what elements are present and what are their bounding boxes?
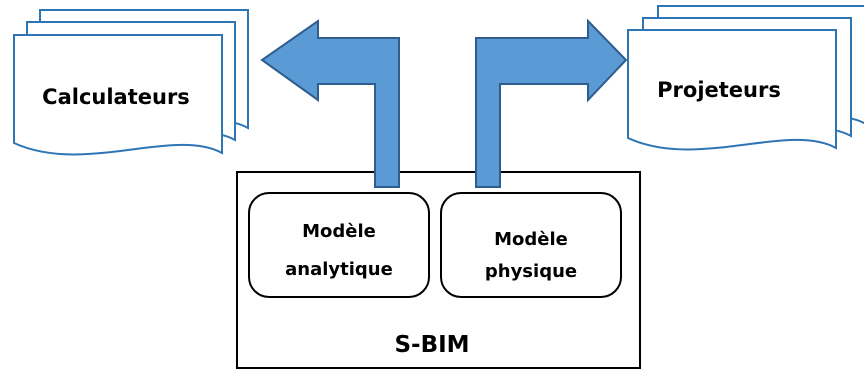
modele-physique-line2: physique: [485, 261, 577, 282]
calculateurs-label: Calculateurs: [42, 85, 190, 109]
projeteurs-document-stack: Projeteurs: [627, 5, 864, 151]
modele-analytique-line2: analytique: [285, 259, 393, 280]
modele-analytique-box: [248, 192, 430, 298]
projeteurs-label: Projeteurs: [657, 78, 781, 102]
modele-physique-line1: Modèle: [494, 229, 568, 250]
s-bim-label: S-BIM: [394, 332, 469, 358]
arrow-to-calculateurs: [260, 19, 400, 188]
document-page-front: [627, 29, 837, 151]
modele-analytique-line1: Modèle: [302, 221, 376, 242]
modele-physique-box: [440, 192, 622, 298]
s-bim-box: Modèle analytique Modèle physique S-BIM: [236, 171, 641, 369]
document-page-front: [13, 34, 223, 156]
calculateurs-document-stack: Calculateurs: [13, 9, 249, 156]
arrow-to-projeteurs: [475, 18, 628, 188]
